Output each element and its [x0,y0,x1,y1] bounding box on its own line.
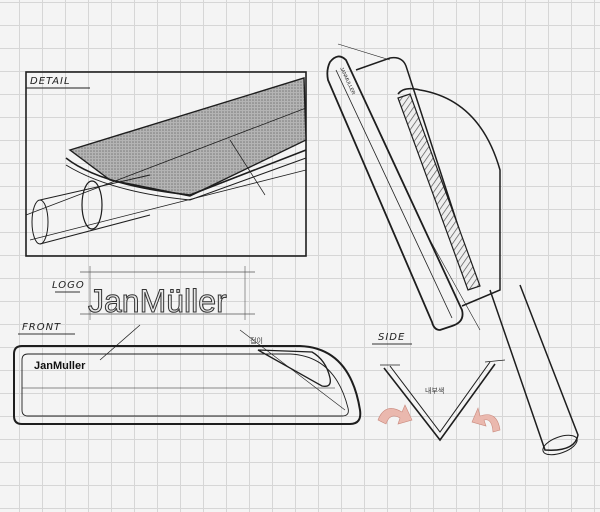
logo-label: LOGO [52,280,85,291]
arrow-left-icon [377,404,413,425]
side-view [380,359,506,442]
arrow-right-icon [471,407,501,433]
fold-annotation: 접이 [250,336,263,345]
logo-study: JanMüller [55,266,255,320]
front-view [13,324,362,425]
detail-label: DETAIL [30,76,71,87]
front-label: FRONT [22,322,61,333]
inner-color-annotation: 내부색 [425,386,444,395]
logo-small: JanMuller [34,360,86,372]
side-label: SIDE [378,332,405,343]
perspective-view [326,43,579,456]
logo-large: JanMüller [88,283,227,319]
detail-view [25,71,307,257]
